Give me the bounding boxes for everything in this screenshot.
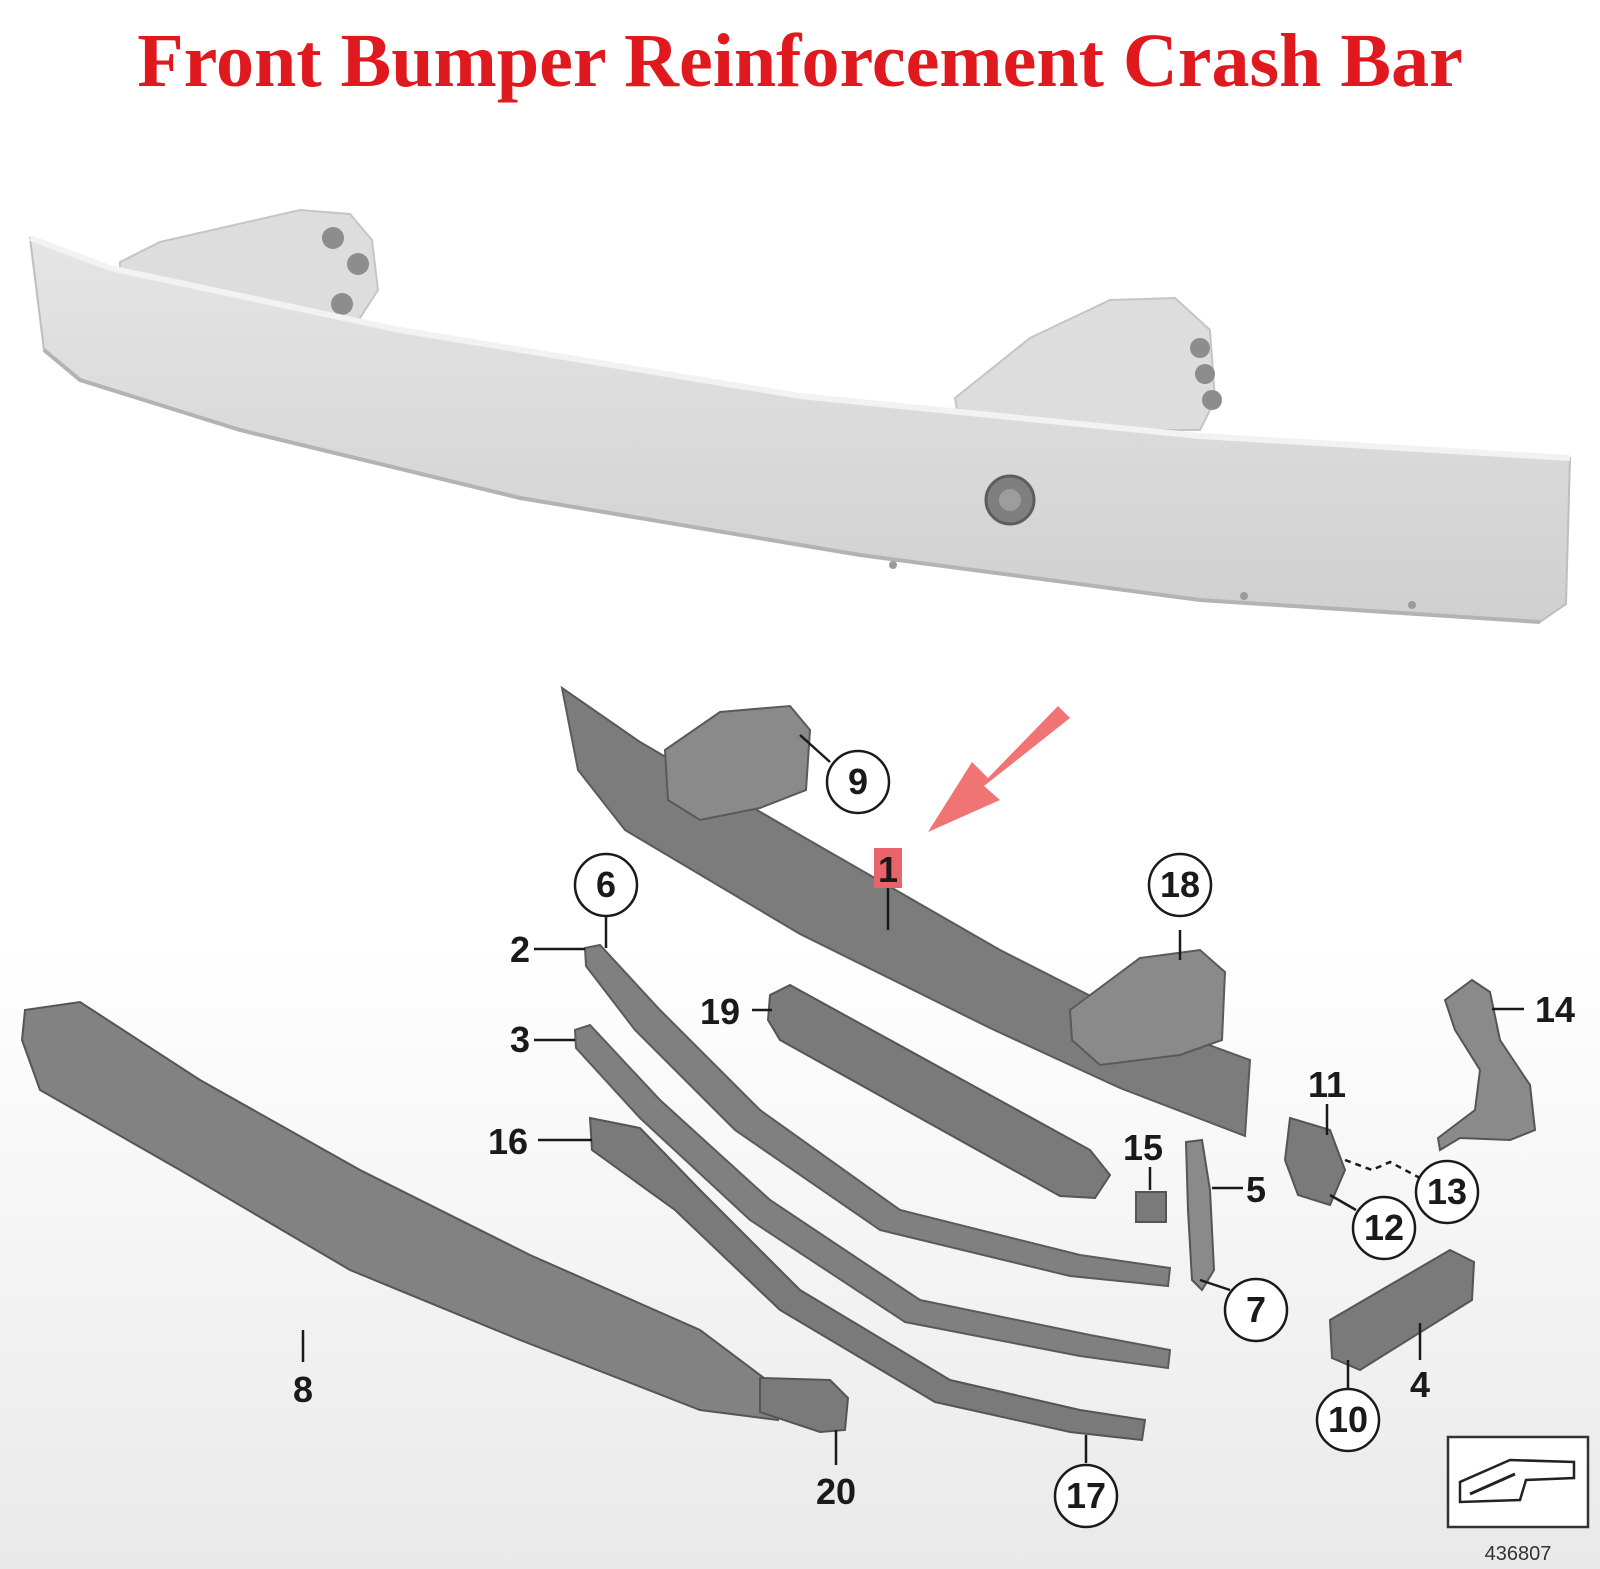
callout-circle <box>1053 1463 1119 1529</box>
part-8-lower-absorber <box>20 1000 782 1422</box>
leader-lines <box>301 734 1524 1465</box>
figure-reference: 436807 <box>1446 1435 1590 1565</box>
callout-label: 10 <box>1328 1399 1368 1440</box>
pointer-arrow <box>928 706 1070 832</box>
callout-5: 5 <box>1246 1169 1266 1210</box>
part-9-crash-box-left <box>663 704 812 822</box>
callout-label: 17 <box>1066 1475 1106 1516</box>
callout-12: 12 <box>1351 1195 1417 1261</box>
callout-circle <box>1351 1195 1417 1261</box>
red-arrow-icon <box>928 706 1070 832</box>
part-4-block <box>1328 1248 1476 1372</box>
callout-14: 14 <box>1535 989 1575 1030</box>
callout-label: 8 <box>293 1369 313 1410</box>
callout-7: 7 <box>1223 1277 1289 1343</box>
callout-10: 10 <box>1315 1387 1381 1453</box>
callout-20: 20 <box>816 1471 856 1512</box>
callout-18: 18 <box>1147 852 1213 918</box>
callout-label: 2 <box>510 929 530 970</box>
callout-circle <box>1223 1277 1289 1343</box>
part-14-corner-bracket <box>1436 978 1537 1152</box>
leader-9 <box>799 734 831 763</box>
callout-circle <box>573 852 639 918</box>
callout-label: 18 <box>1160 864 1200 905</box>
part-15-bracket <box>1135 1191 1167 1223</box>
callout-circle <box>825 749 891 815</box>
callout-circle <box>1147 852 1213 918</box>
callout-19: 19 <box>700 991 740 1032</box>
callout-label: 9 <box>848 761 868 802</box>
leader-12 <box>1329 1193 1357 1212</box>
arrow-icon <box>1469 1472 1516 1496</box>
part-19-absorber <box>766 983 1112 1200</box>
part-20-clip <box>759 1376 850 1434</box>
callout-label: 3 <box>510 1019 530 1060</box>
part-11-bracket <box>1283 1116 1347 1207</box>
photo-bolt-hole <box>331 293 353 315</box>
part-18-crash-box-right <box>1068 948 1227 1067</box>
photo-right-bracket <box>953 296 1217 431</box>
callout-6: 6 <box>573 852 639 918</box>
callout-3: 3 <box>510 1019 530 1060</box>
callout-label: 6 <box>596 864 616 905</box>
callout-1: 1 <box>874 848 902 890</box>
photo-beam-bottom-edge <box>42 348 1541 624</box>
callout-label: 5 <box>1246 1169 1266 1210</box>
callout-label: 12 <box>1364 1207 1404 1248</box>
callout-label: 7 <box>1246 1289 1266 1330</box>
photo-crash-bar <box>28 208 1572 624</box>
callout-9: 9 <box>825 749 891 815</box>
callout-label: 19 <box>700 991 740 1032</box>
part-2-trim-strip <box>583 943 1172 1288</box>
car-silhouette-icon <box>1458 1458 1576 1504</box>
callout-15: 15 <box>1123 1127 1163 1168</box>
callout-8: 8 <box>293 1369 313 1410</box>
callout-label: 1 <box>878 849 898 890</box>
callout-label: 15 <box>1123 1127 1163 1168</box>
page-title: Front Bumper Reinforcement Crash Bar <box>137 19 1463 103</box>
callout-17: 17 <box>1053 1463 1119 1529</box>
callout-label: 13 <box>1427 1171 1467 1212</box>
callout-highlight <box>874 848 902 888</box>
callout-label: 4 <box>1410 1364 1430 1405</box>
callout-16: 16 <box>488 1121 528 1162</box>
photo-tow-hole-inner <box>999 489 1021 511</box>
part-5-bracket <box>1184 1138 1216 1292</box>
photo-beam-top-edge <box>28 235 1571 461</box>
photo-bolt-hole <box>322 227 344 249</box>
part-16-trim-strip <box>588 1116 1147 1442</box>
leader-7 <box>1199 1278 1231 1292</box>
callout-13: 13 <box>1414 1159 1480 1225</box>
callout-4: 4 <box>1410 1364 1430 1405</box>
callout-11: 11 <box>1308 1064 1346 1105</box>
callout-label: 14 <box>1535 989 1575 1030</box>
exploded-parts <box>20 685 1537 1442</box>
part-3-trim-strip <box>573 1023 1172 1370</box>
photo-bolt-hole <box>1195 364 1215 384</box>
callout-circle <box>1315 1387 1381 1453</box>
leader-13 <box>1344 1158 1421 1180</box>
photo-bolt-hole <box>347 253 369 275</box>
callout-label: 11 <box>1308 1064 1346 1105</box>
photo-bolt-hole <box>1202 390 1222 410</box>
photo-bolt-hole <box>1190 338 1210 358</box>
callout-2: 2 <box>510 929 530 970</box>
figure-number: 436807 <box>1485 1543 1552 1565</box>
callout-label: 20 <box>816 1471 856 1512</box>
callout-label: 16 <box>488 1121 528 1162</box>
callout-circle <box>1414 1159 1480 1225</box>
